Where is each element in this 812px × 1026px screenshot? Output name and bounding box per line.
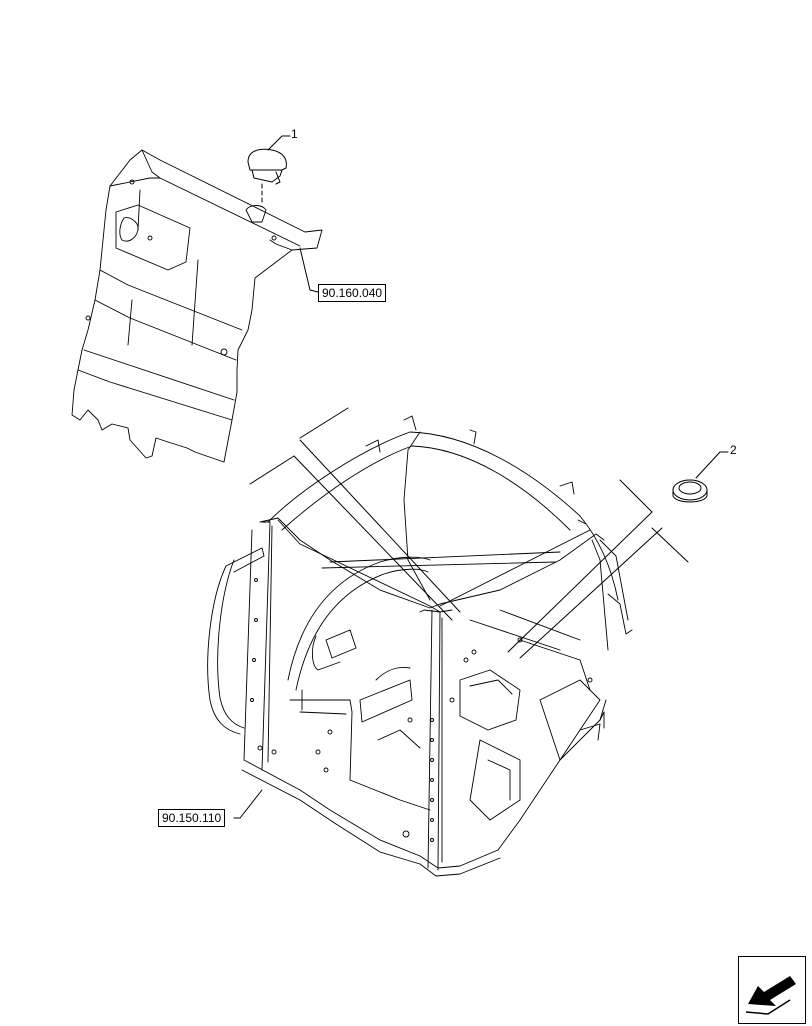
leader-line-lower-ref bbox=[233, 789, 263, 819]
cab-frame bbox=[207, 415, 633, 877]
projection-lines bbox=[249, 407, 689, 659]
leader-line-2 bbox=[695, 451, 729, 479]
part-1-cap bbox=[247, 148, 287, 205]
exploded-parts-diagram bbox=[71, 135, 729, 877]
arrow-icon[interactable] bbox=[738, 956, 808, 1026]
reference-label-lower[interactable]: 90.150.110 bbox=[158, 809, 226, 827]
leader-line-1 bbox=[267, 135, 291, 151]
callout-number-1: 1 bbox=[291, 127, 298, 141]
callout-number-2: 2 bbox=[730, 443, 737, 457]
leader-line-upper-ref bbox=[299, 247, 319, 293]
reference-label-upper[interactable]: 90.160.040 bbox=[318, 284, 387, 302]
part-2-grommet bbox=[672, 479, 708, 503]
rear-cover-panel bbox=[71, 149, 323, 463]
